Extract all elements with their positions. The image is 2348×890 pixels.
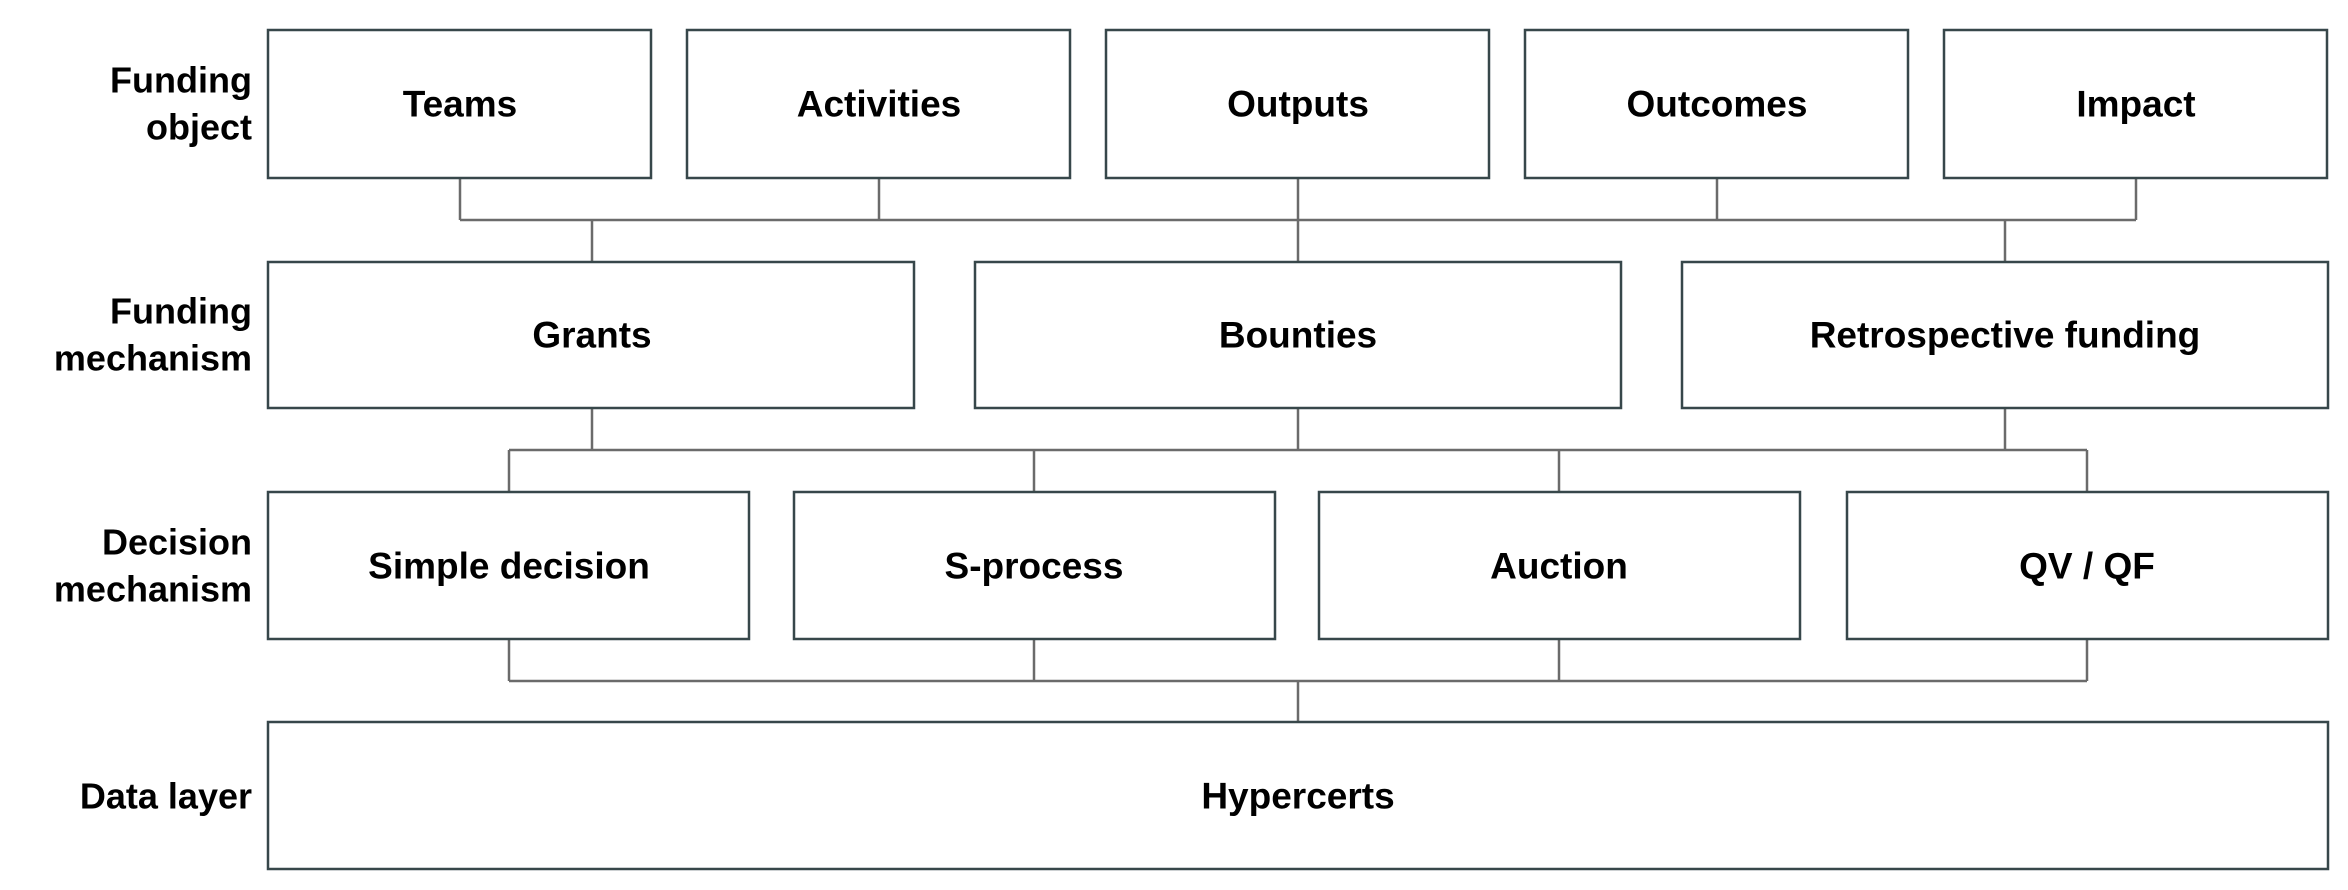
box-label: QV / QF [2019, 546, 2155, 587]
row-label-funding-mechanism: Funding mechanism [54, 291, 252, 379]
box-outcomes: Outcomes [1523, 28, 1910, 180]
box-label: Activities [797, 84, 962, 125]
row-label-line: mechanism [54, 338, 252, 379]
box-label: S-process [945, 546, 1124, 587]
connectors-mechanism-to-decision [507, 408, 2089, 492]
row-label-line: mechanism [54, 569, 252, 610]
box-grants: Grants [266, 260, 916, 410]
connectors-decision-to-data [507, 639, 2089, 722]
row-label-line: Data layer [80, 776, 252, 817]
box-label: Impact [2076, 84, 2195, 125]
box-label: Simple decision [368, 546, 650, 587]
box-label: Outcomes [1627, 84, 1808, 125]
row-label-line: Funding [110, 60, 252, 101]
box-auction: Auction [1317, 490, 1802, 641]
box-simple-decision: Simple decision [266, 490, 751, 641]
row-label-line: Funding [110, 291, 252, 332]
box-s-process: S-process [792, 490, 1277, 641]
row-label-line: object [146, 107, 252, 148]
box-impact: Impact [1942, 28, 2329, 180]
box-label: Bounties [1219, 315, 1377, 356]
box-retrospective-funding: Retrospective funding [1680, 260, 2330, 410]
box-teams: Teams [266, 28, 653, 180]
box-outputs: Outputs [1104, 28, 1491, 180]
box-activities: Activities [685, 28, 1072, 180]
row-label-line: Decision [102, 522, 252, 563]
box-label: Grants [532, 315, 651, 356]
box-bounties: Bounties [973, 260, 1623, 410]
box-label: Outputs [1227, 84, 1369, 125]
box-label: Retrospective funding [1810, 315, 2201, 356]
connectors-object-to-mechanism [458, 178, 2138, 262]
row-label-funding-object: Funding object [110, 60, 252, 148]
box-label: Auction [1490, 546, 1628, 587]
row-label-data-layer: Data layer [80, 776, 252, 817]
box-hypercerts: Hypercerts [266, 720, 2330, 871]
box-label: Teams [403, 84, 518, 125]
box-label: Hypercerts [1201, 776, 1394, 817]
row-label-decision-mechanism: Decision mechanism [54, 522, 252, 610]
box-qv-qf: QV / QF [1845, 490, 2330, 641]
